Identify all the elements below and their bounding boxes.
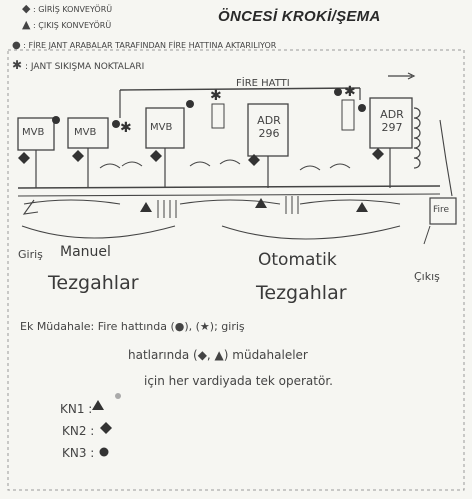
auto-label-2: Tezgahlar [256,282,347,304]
kn2-label: KN2 : [62,424,95,438]
manual-bracket [21,225,176,239]
fire-box-label: Fire [433,205,450,215]
machine-label: MVB [150,122,173,133]
triangle-icon: ▲ [22,18,31,31]
machine-label: ADR 297 [380,108,404,134]
entry-label: Giriş [18,248,43,261]
machine-label: MVB [74,127,97,138]
legend-jam-points: ✱ : JANT SIKIŞMA NOKTALARI [12,58,144,72]
legend-exit-conveyor: ▲ : ÇIKIŞ KONVEYÖRÜ [22,18,111,31]
machine-box [369,97,413,149]
diamond-icon: ◆ [22,2,31,15]
dot-icon [52,116,60,124]
legend-fire-transfer: ● : FİRE JANT ARABALAR TARAFINDAN FİRE H… [12,40,276,51]
page-border [7,49,465,491]
legend-entry-conveyor: ◆ : GİRİŞ KONVEYÖRÜ [22,2,112,15]
auto-bracket [221,225,401,240]
diamond-icon [150,150,162,162]
dot-icon [115,393,121,399]
dot-icon [99,447,109,457]
manual-label-2: Tezgahlar [48,272,139,294]
star-icon: ✱ [210,88,222,104]
legend-text: : ÇIKIŞ KONVEYÖRÜ [33,21,112,30]
entry-arrow [22,199,39,215]
dot-icon [186,100,194,108]
fire-line-label: FİRE HATTI [236,78,290,89]
diamond-icon [372,148,384,160]
kn1-label: KN1 : [60,402,93,416]
triangle-icon [140,202,152,212]
legend-text: : GİRİŞ KONVEYÖRÜ [33,5,113,14]
spring-conveyor [413,107,421,169]
legend-text: : FİRE JANT ARABALAR TARAFINDAN FİRE HAT… [23,41,277,50]
fire-box [429,197,457,225]
triangle-icon [92,400,104,410]
kn3-label: KN3 : [62,446,95,460]
triangle-icon [255,198,267,208]
note-line-2: hatlarında (◆, ▲) müdahaleler [128,348,308,362]
diamond-icon [72,150,84,162]
machine-label: MVB [22,127,45,138]
legend-text: : JANT SIKIŞMA NOKTALARI [24,62,145,72]
triangle-icon [356,202,368,212]
dot-icon [112,120,120,128]
note-line-1: Ek Müdahale: Fire hattında (●), (★); gir… [20,320,245,333]
dot-icon [358,104,366,112]
page-title: ÖNCESİ KROKİ/ŞEMA [218,8,381,25]
dot-icon [334,88,342,96]
star-icon: ✱ [12,58,23,72]
star-icon: ✱ [120,120,132,136]
machine-label: ADR 296 [257,114,281,140]
diamond-icon [18,152,30,164]
auto-label-1: Otomatik [258,250,337,270]
dot-icon: ● [12,40,21,51]
fire-line [119,87,361,91]
diamond-icon [248,154,260,166]
manual-label-1: Manuel [60,244,111,260]
exit-label: Çıkış [414,270,440,283]
main-conveyor [17,185,441,189]
note-line-3: için her vardiyada tek operatör. [144,374,333,388]
diamond-icon [100,422,112,434]
star-icon: ✱ [344,84,356,100]
